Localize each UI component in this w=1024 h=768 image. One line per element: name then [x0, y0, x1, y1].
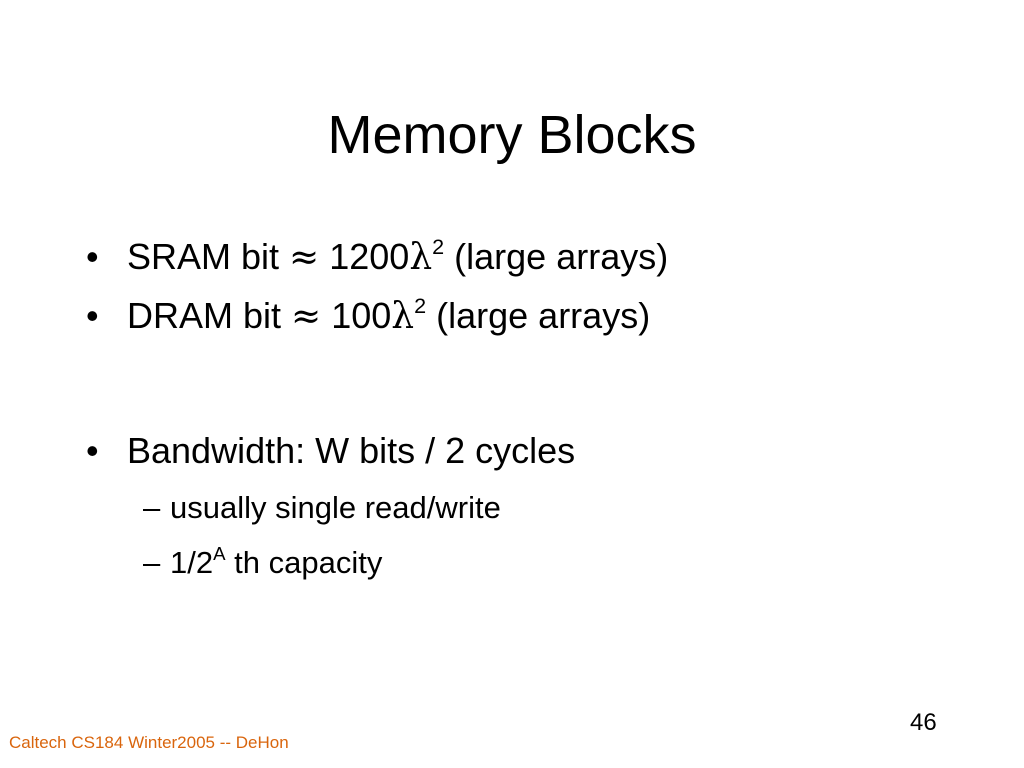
page-number: 46: [910, 709, 937, 736]
subbullet-capacity-fraction: 1/2: [170, 545, 214, 580]
lambda-symbol: λ: [409, 237, 433, 278]
approx-symbol: ≈: [291, 296, 322, 337]
slide-footer: Caltech CS184 Winter2005 -- DeHon: [9, 733, 289, 752]
bullet-bandwidth: • Bandwidth: W bits / 2 cycles: [86, 422, 986, 480]
subbullet-capacity: – 1/2A th capacity: [86, 535, 986, 590]
approx-symbol: ≈: [289, 237, 320, 278]
bullet-marker: •: [86, 295, 99, 336]
subbullet-read-write: – usually single read/write: [86, 480, 986, 535]
bullet-marker: •: [86, 430, 99, 471]
subbullet-marker: –: [143, 490, 161, 525]
lambda-symbol: λ: [391, 296, 415, 337]
exponent: A: [213, 542, 226, 564]
exponent: 2: [432, 233, 445, 259]
subbullet-read-write-text: usually single read/write: [170, 490, 501, 525]
bullet-dram-value: 100: [321, 295, 392, 336]
bullet-dram-note: (large arrays): [426, 295, 651, 336]
exponent: 2: [414, 292, 427, 318]
bullet-sram: • SRAM bit ≈ 1200λ2 (large arrays): [86, 228, 986, 287]
bullet-spacer: [86, 346, 986, 422]
bullet-dram: • DRAM bit ≈ 100λ2 (large arrays): [86, 287, 986, 346]
subbullet-marker: –: [143, 545, 161, 580]
bullet-marker: •: [86, 236, 99, 277]
bullet-dram-label: DRAM bit: [127, 295, 292, 336]
bullet-sram-label: SRAM bit: [127, 236, 290, 277]
bullet-bandwidth-text: Bandwidth: W bits / 2 cycles: [127, 430, 576, 471]
bullet-sram-value: 1200: [319, 236, 410, 277]
bullet-sram-note: (large arrays): [444, 236, 669, 277]
slide-title: Memory Blocks: [327, 105, 697, 165]
bullet-list: • SRAM bit ≈ 1200λ2 (large arrays) • DRA…: [86, 228, 986, 590]
subbullet-capacity-text: th capacity: [225, 545, 383, 580]
